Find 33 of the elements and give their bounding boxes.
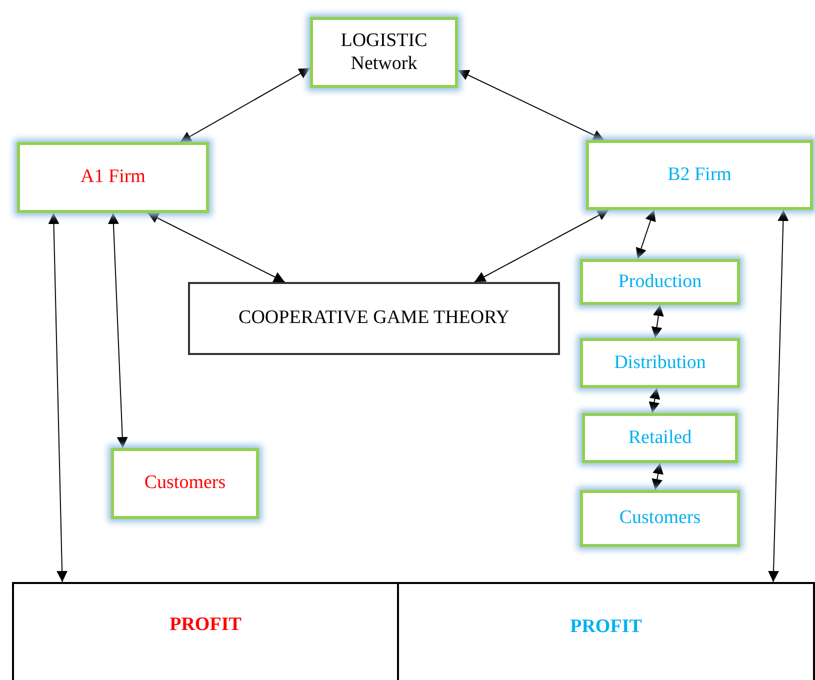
node-label: B2 Firm [668,164,732,186]
node-label: Customers [619,507,701,530]
node-label: Retailed [628,426,692,450]
double-arrow [768,210,789,582]
double-arrow [48,212,68,582]
process-box [582,413,738,463]
node-label: PROFIT [570,616,642,639]
theory-box [188,282,560,355]
double-arrow [474,210,610,282]
process-box [580,338,740,388]
double-arrow [651,304,664,338]
process-box [17,142,209,213]
double-arrow [108,212,128,448]
double-arrow [180,68,310,142]
double-arrow [458,70,605,140]
double-arrow [648,388,660,414]
node-label: A1 Firm [80,166,146,189]
node-label: LOGISTIC Network [340,30,428,76]
table-cell [12,582,399,680]
double-arrow [147,212,286,282]
node-label: COOPERATIVE GAME THEORY [238,307,510,330]
process-box [580,490,740,547]
process-box [586,140,813,210]
double-arrow [636,210,656,260]
node-label: PROFIT [170,614,242,637]
node-label: Customers [144,472,226,495]
double-arrow [652,462,664,490]
table-cell [397,582,815,680]
node-label: Distribution [614,352,706,374]
process-box [310,17,458,88]
process-box [580,259,740,305]
process-box [111,448,259,519]
node-label: Production [618,270,702,294]
